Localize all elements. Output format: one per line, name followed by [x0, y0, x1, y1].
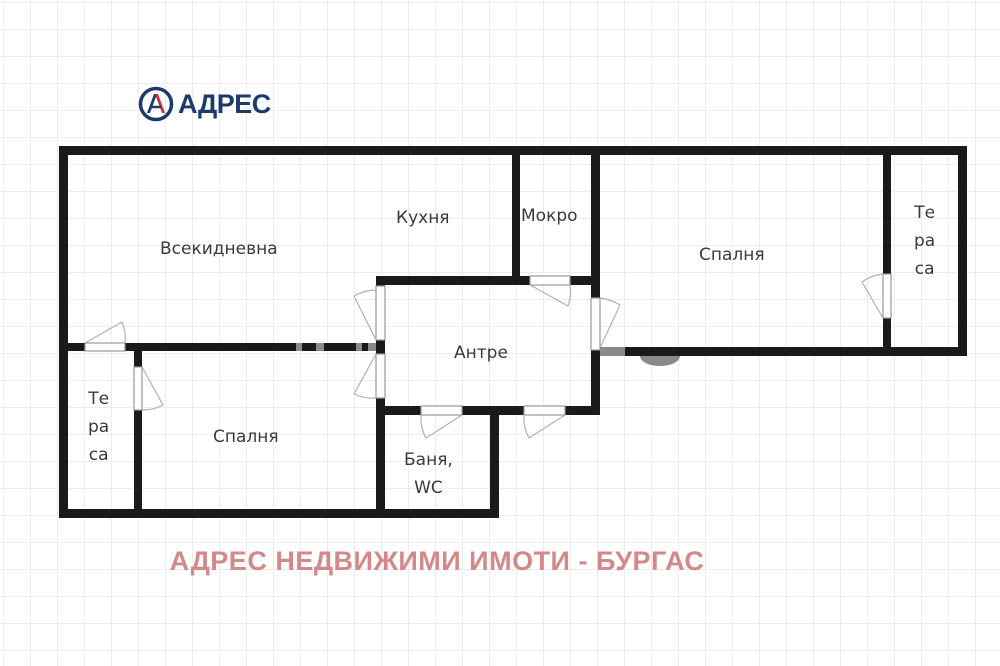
label-line: Те: [88, 389, 110, 409]
label-line: са: [88, 445, 109, 465]
room-living: Всекидневна: [160, 239, 278, 259]
brand-logo: АДРЕС: [138, 86, 271, 122]
label-line: ра: [88, 417, 110, 437]
room-terrace-left: Те ра са: [88, 385, 109, 469]
room-bedroom-right: Спалня: [699, 245, 765, 265]
label-line: Те: [914, 203, 936, 223]
adres-circle-a-icon: [138, 86, 174, 122]
label-line: WC: [414, 478, 443, 498]
walls: [59, 146, 967, 518]
room-bathroom: Баня, WC: [404, 446, 453, 502]
label-line: са: [914, 259, 935, 279]
doors: [84, 273, 892, 439]
label-line: ра: [914, 231, 936, 251]
room-bedroom-left: Спалня: [213, 427, 279, 447]
agency-footer: АДРЕС НЕДВИЖИМИ ИМОТИ - БУРГАС: [169, 546, 705, 576]
room-kitchen: Кухня: [396, 208, 450, 228]
room-hall: Антре: [454, 343, 508, 363]
room-utility: Мокро: [521, 206, 578, 226]
logo-text: АДРЕС: [178, 89, 271, 119]
label-line: Баня,: [404, 450, 453, 470]
room-terrace-right: Те ра са: [914, 199, 935, 283]
